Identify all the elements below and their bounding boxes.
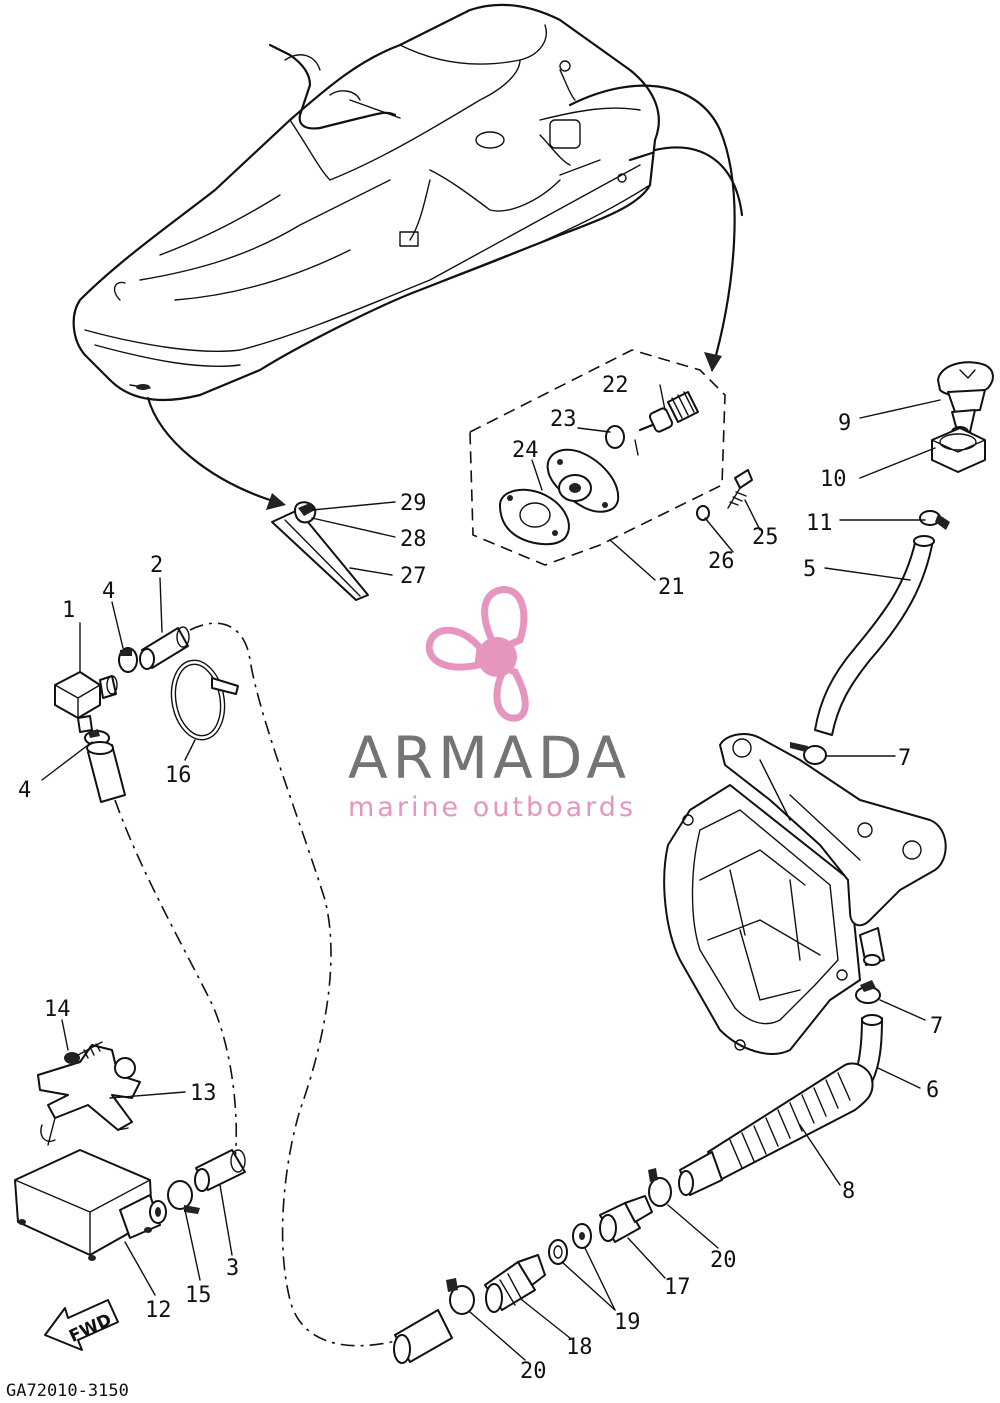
propeller-logo [425,586,529,722]
callout-21: 21 [658,575,685,600]
part-washer [572,1223,592,1249]
callout-arrow [568,84,736,372]
hose-route-line [114,799,238,1161]
part-clamp [855,980,881,1004]
callout-17: 17 [664,1275,691,1300]
part-clamp [118,647,138,673]
part-gasket [499,488,570,546]
callout-4a: 4 [102,579,115,604]
part-clamp [167,1180,200,1214]
callout-11: 11 [806,511,833,536]
part-jet-housing [663,733,947,1055]
part-washer [548,1239,568,1265]
callout-5: 5 [803,557,816,582]
watermark-brand: ARMADA [348,724,631,792]
leader-lines [41,384,941,1361]
callout-6: 6 [926,1078,939,1103]
callout-15: 15 [185,1283,212,1308]
diagram-code: GA72010-3150 [6,1381,129,1401]
part-hose-short [194,1149,246,1192]
callout-22: 22 [602,373,629,398]
part-check-valve [54,671,118,733]
callout-27: 27 [400,564,427,589]
part-drain-plug [634,391,699,456]
part-screw [64,1041,103,1064]
callout-2: 2 [150,553,163,578]
part-clamp [446,1278,475,1315]
part-water-box [14,1149,167,1261]
callout-8: 8 [842,1179,855,1204]
callout-4b: 4 [18,778,31,803]
callout-20a: 20 [710,1248,737,1273]
callout-7a: 7 [898,746,911,771]
watercraft-hull [72,3,660,402]
watermark-tagline: marine outboards [348,792,636,823]
part-vent-hose [814,539,934,736]
part-clamp [648,1168,672,1207]
callout-25: 25 [752,525,779,550]
callout-23: 23 [550,407,577,432]
callout-18: 18 [566,1335,593,1360]
callout-24: 24 [512,438,539,463]
callout-26: 26 [708,549,735,574]
callout-7b: 7 [930,1014,943,1039]
part-bracket [271,501,369,601]
callout-28: 28 [400,527,427,552]
part-nut [931,427,986,473]
callout-12: 12 [145,1298,172,1323]
part-mount-bracket [37,1044,141,1146]
part-corrugated-hose [678,1062,874,1196]
callout-19: 19 [614,1310,641,1335]
part-flange [546,448,620,513]
part-clamp [919,510,950,530]
sub-assembly-outline [469,349,726,566]
part-oring [605,425,625,449]
part-hose-short [86,741,126,803]
part-hose-band [170,659,239,741]
callout-10: 10 [820,467,847,492]
part-clamp [790,742,827,765]
part-hose-short [139,626,190,670]
callout-arrow [146,396,272,502]
part-filler-cap [937,361,994,438]
part-hose-fitting [599,1195,653,1243]
callout-16: 16 [165,763,192,788]
hose-route-line [189,622,401,1347]
callout-29: 29 [400,491,427,516]
callout-9: 9 [838,411,851,436]
part-washer [696,505,710,521]
forward-direction-arrow: FWD [44,1299,119,1351]
callout-1: 1 [62,598,75,623]
part-hose-fitting [484,1254,546,1313]
part-screw [727,469,753,509]
callout-14: 14 [44,997,71,1022]
callout-arrow [653,146,744,217]
callout-20b: 20 [520,1359,547,1384]
callout-3: 3 [226,1256,239,1281]
part-hose-short [393,1309,453,1364]
armada-watermark: ARMADA marine outboards [348,586,636,823]
callout-13: 13 [190,1081,217,1106]
